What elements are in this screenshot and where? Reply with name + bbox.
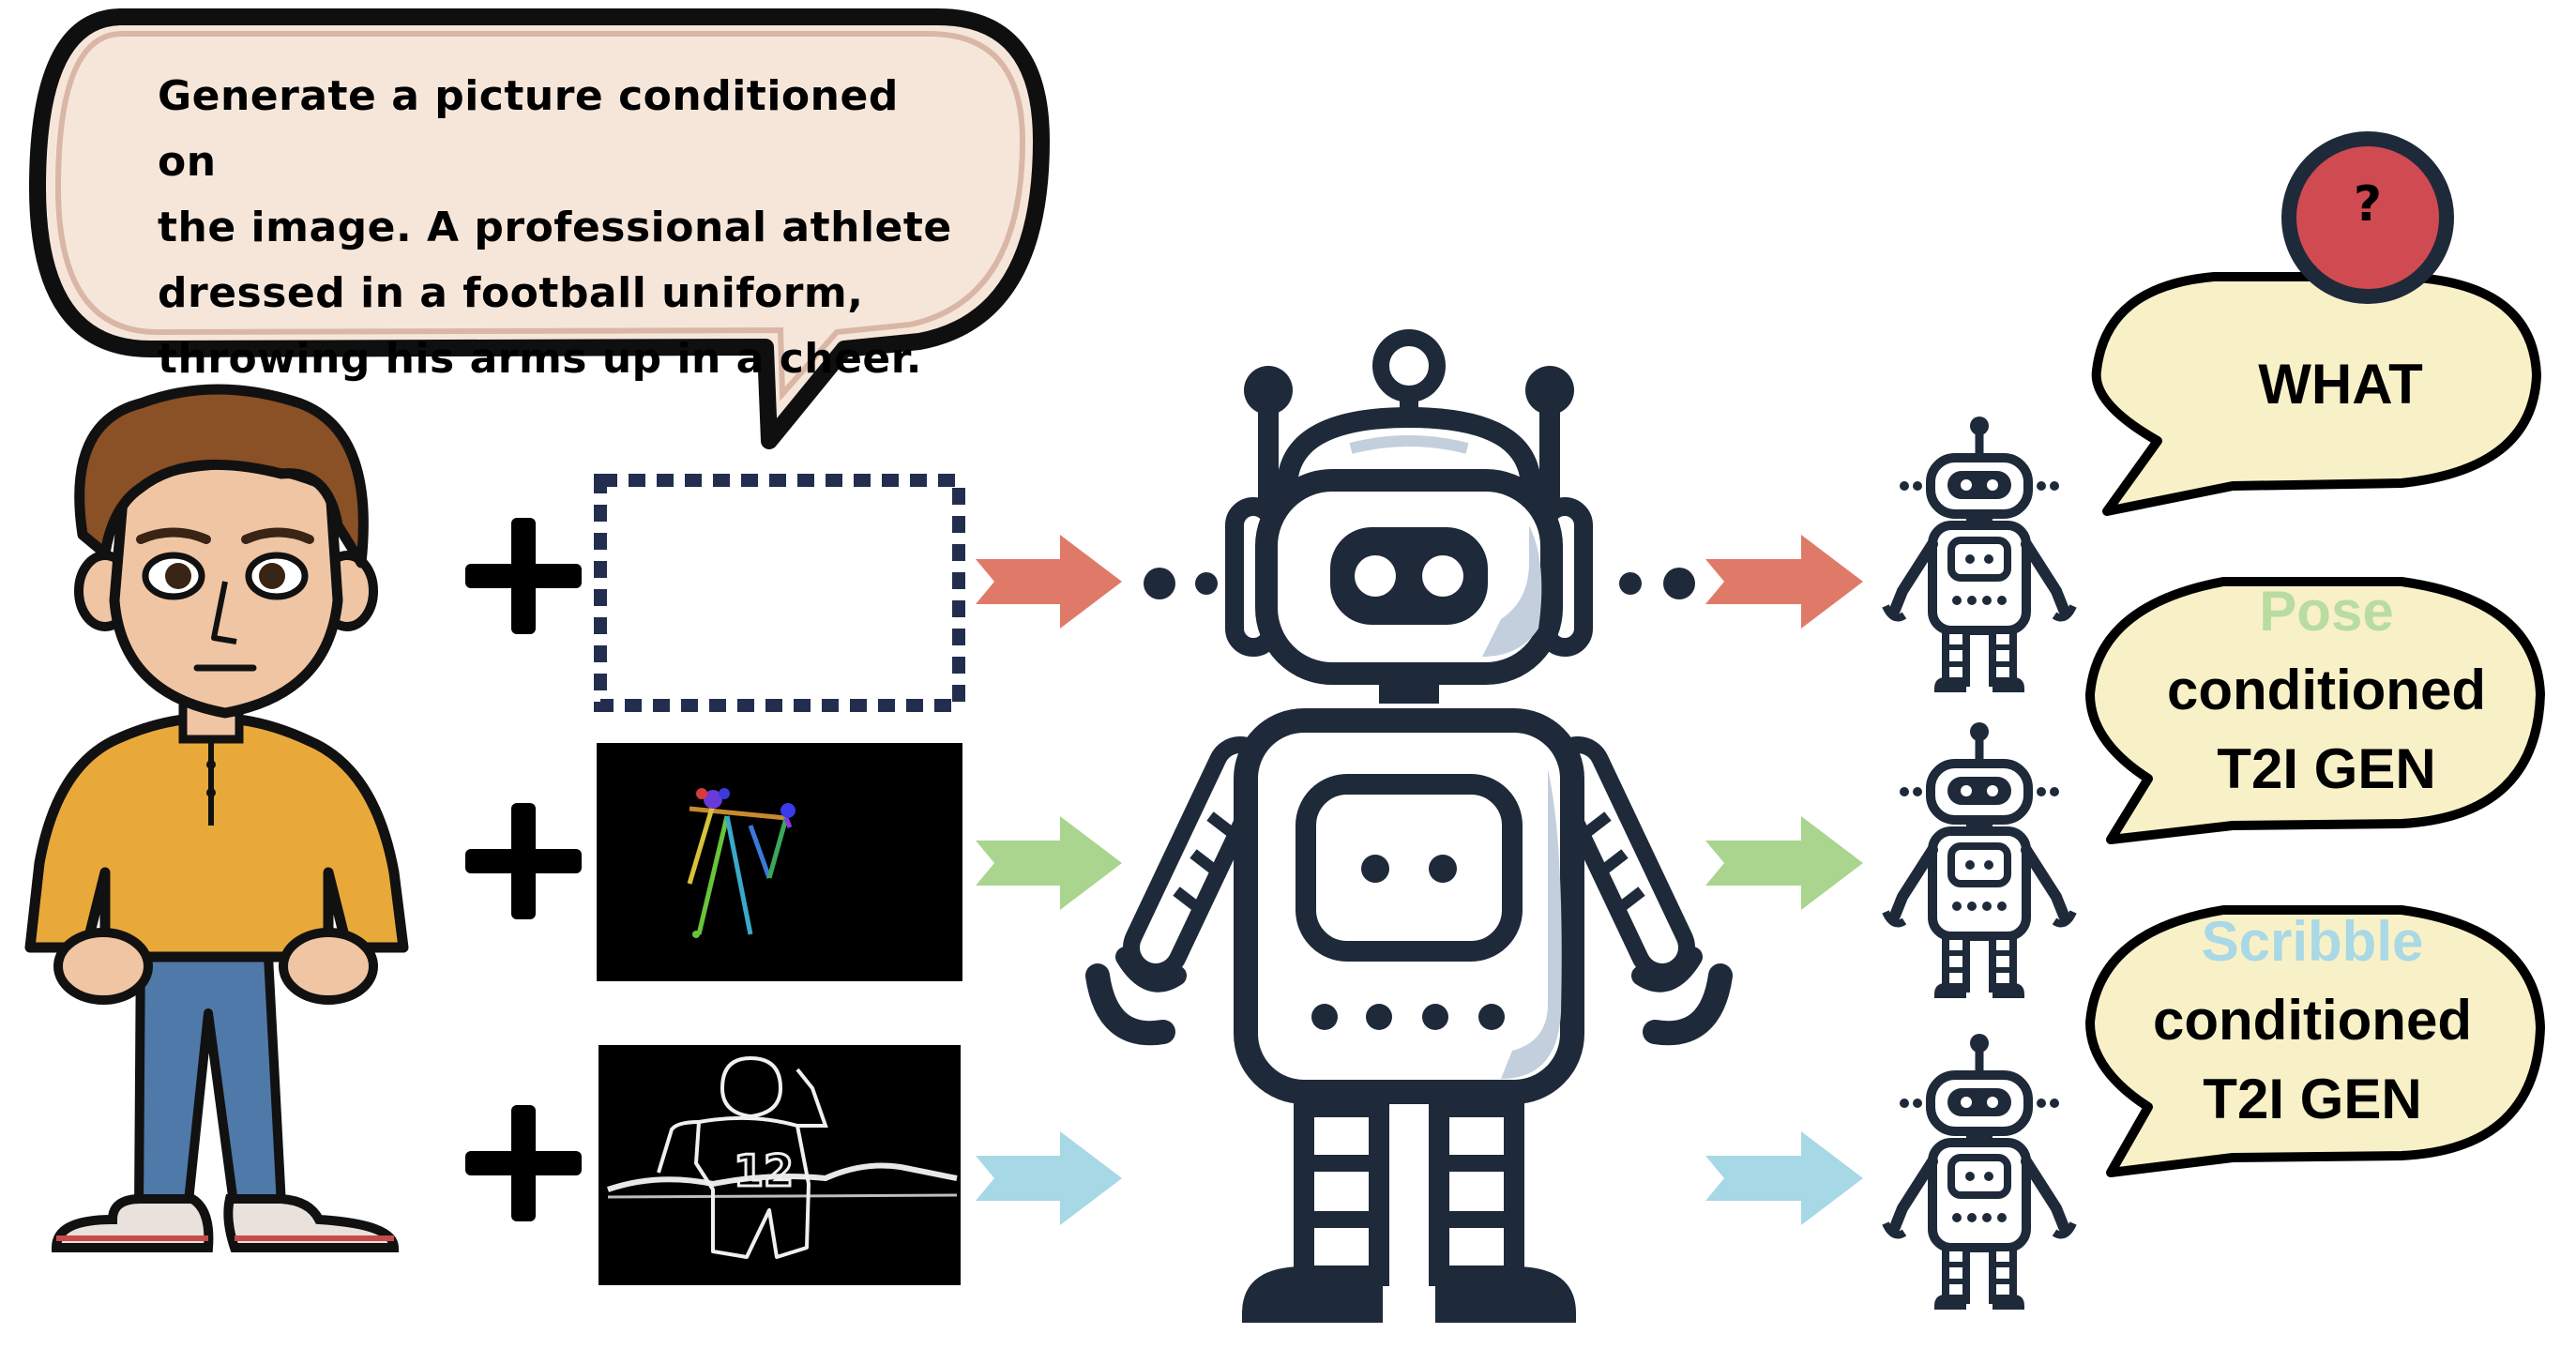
prompt-text: Generate a picture conditioned on the im…: [158, 72, 952, 383]
scribble-line3: T2I GEN: [2203, 1068, 2422, 1130]
prompt-speech-bubble: [29, 8, 1050, 449]
empty-condition-placeholder: [594, 474, 965, 712]
plus-icon-1: [465, 518, 582, 634]
plus-icon-3: [465, 1105, 582, 1221]
question-badge: [2281, 131, 2454, 304]
arrow-icon-input-pose: [976, 816, 1122, 910]
pose-keyword: Pose: [2259, 580, 2394, 643]
what-line: WHAT: [2258, 353, 2423, 416]
arrow-icon-output-pose: [1705, 816, 1863, 910]
bubble-pose-label: Pose conditioned T2I GEN: [2092, 572, 2561, 809]
person-icon: [24, 384, 409, 1252]
plus-icon-2: [465, 803, 582, 919]
robot-icon: [1085, 329, 1733, 1323]
svg-text:12: 12: [734, 1145, 794, 1196]
speech-bubble-icon-scribble: [2085, 905, 2545, 1177]
small-robot-icon-1: [1886, 417, 2073, 692]
scribble-keyword: Scribble: [2201, 910, 2424, 973]
arrow-icon-output-empty: [1705, 535, 1863, 629]
scribble-line2: conditioned: [2153, 989, 2472, 1052]
question-mark-text: ?: [2353, 176, 2383, 233]
small-robot-icon-2: [1886, 722, 2073, 998]
pose-condition-image: [597, 743, 962, 981]
arrow-icon-output-scribble: [1705, 1131, 1863, 1225]
arrow-icon-input-scribble: [976, 1131, 1122, 1225]
bubble-what-label: WHAT: [2153, 345, 2528, 424]
small-robot-icon-3: [1886, 1034, 2073, 1310]
pose-line3: T2I GEN: [2217, 737, 2436, 800]
arrow-icon-input-empty: [976, 535, 1122, 629]
speech-bubble-icon-pose: [2085, 577, 2545, 844]
pose-line2: conditioned: [2167, 659, 2486, 721]
scribble-condition-image: 12: [599, 1045, 961, 1285]
bubble-scribble-label: Scribble conditioned T2I GEN: [2083, 902, 2542, 1139]
